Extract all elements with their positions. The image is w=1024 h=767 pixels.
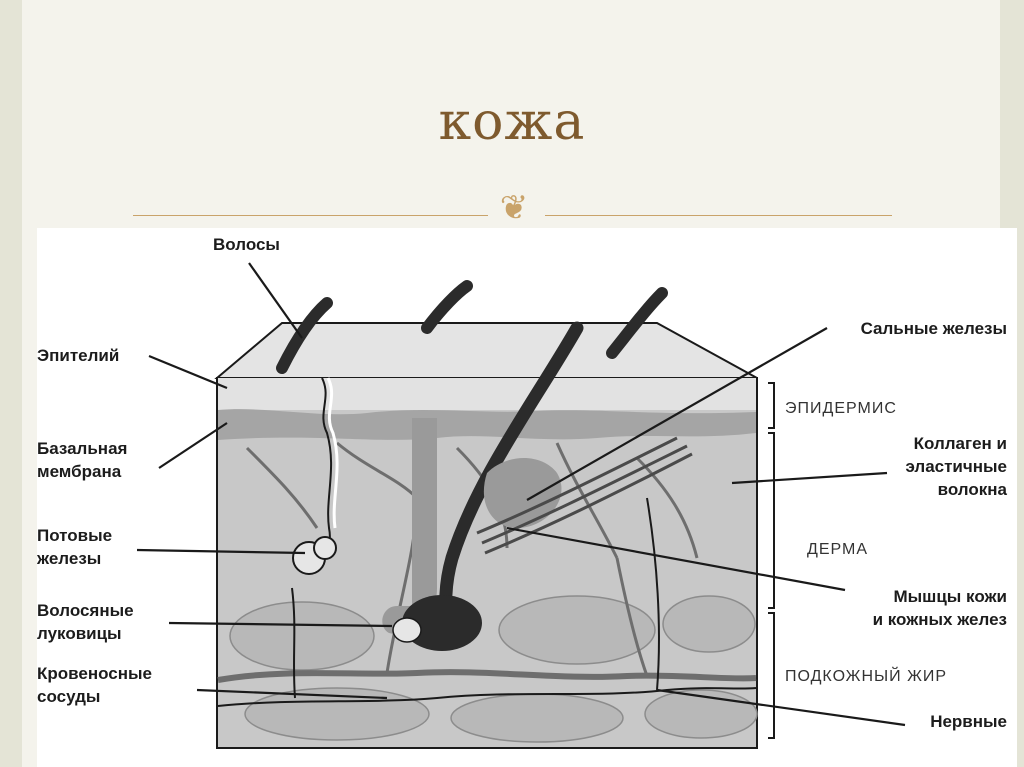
fat-lobule [662,595,756,653]
slide-edge-left [0,0,22,767]
label-layer-dermis: ДЕРМА [807,541,868,558]
surface-hair [276,297,333,374]
hair-bulb [402,595,482,651]
label-layer-epidermis: ЭПИДЕРМИС [785,400,897,417]
label-hair-bulbs-line2: луковицы [37,624,122,643]
label-collagen-line2: эластичные [905,457,1007,476]
sweat-duct-lumen [326,377,339,529]
label-hair: Волосы [213,235,280,254]
label-muscles-line2: и кожных желез [872,610,1007,629]
epithelium-layer [218,378,756,410]
label-muscles-line1: Мышцы кожи [893,587,1008,606]
label-sebaceous-glands: Сальные железы [860,319,1007,338]
sweat-gland-coil [313,536,337,560]
dermal-papilla [392,617,422,643]
layer-braces [768,382,775,739]
label-sweat-glands-line2: железы [37,549,102,568]
label-blood-vessels-line1: Кровеносные [37,664,152,683]
label-collagen-line3: волокна [937,480,1007,499]
hair-follicle [382,418,437,634]
surface-hair [421,280,473,334]
surface-hair [606,287,668,359]
nerve [217,687,757,707]
fat-lobule [450,693,624,743]
fat-lobule [498,595,656,665]
label-basal-membrane-line1: Базальная [37,439,128,458]
arrector-muscle [476,436,693,555]
label-hair-bulbs-line1: Волосяные [37,601,134,620]
leader-lines [136,262,906,727]
nerve-branch [291,497,660,699]
label-basal-membrane-line2: мембрана [37,462,122,481]
fat-lobule [229,601,375,671]
sebaceous-gland [483,458,562,528]
skin-diagram: Волосы Эпителий Базальная мембрана Потов… [37,228,1017,767]
label-epithelium: Эпителий [37,346,120,365]
blood-vessel [217,669,757,683]
label-nerves: Нервные [930,712,1007,731]
title-rule-left [133,215,488,216]
label-collagen-line1: Коллаген и [913,434,1007,453]
fat-lobule [644,689,758,739]
label-blood-vessels-line2: сосуды [37,687,101,706]
ornament-icon: ❦ [499,188,529,228]
skin-cross-section [136,262,906,749]
slide-title: кожа [438,92,586,152]
epidermis-band [218,409,756,440]
label-sweat-glands-line1: Потовые [37,526,113,545]
label-layer-hypodermis: ПОДКОЖНЫЙ ЖИР [785,668,948,685]
title-rule-right [545,215,892,216]
